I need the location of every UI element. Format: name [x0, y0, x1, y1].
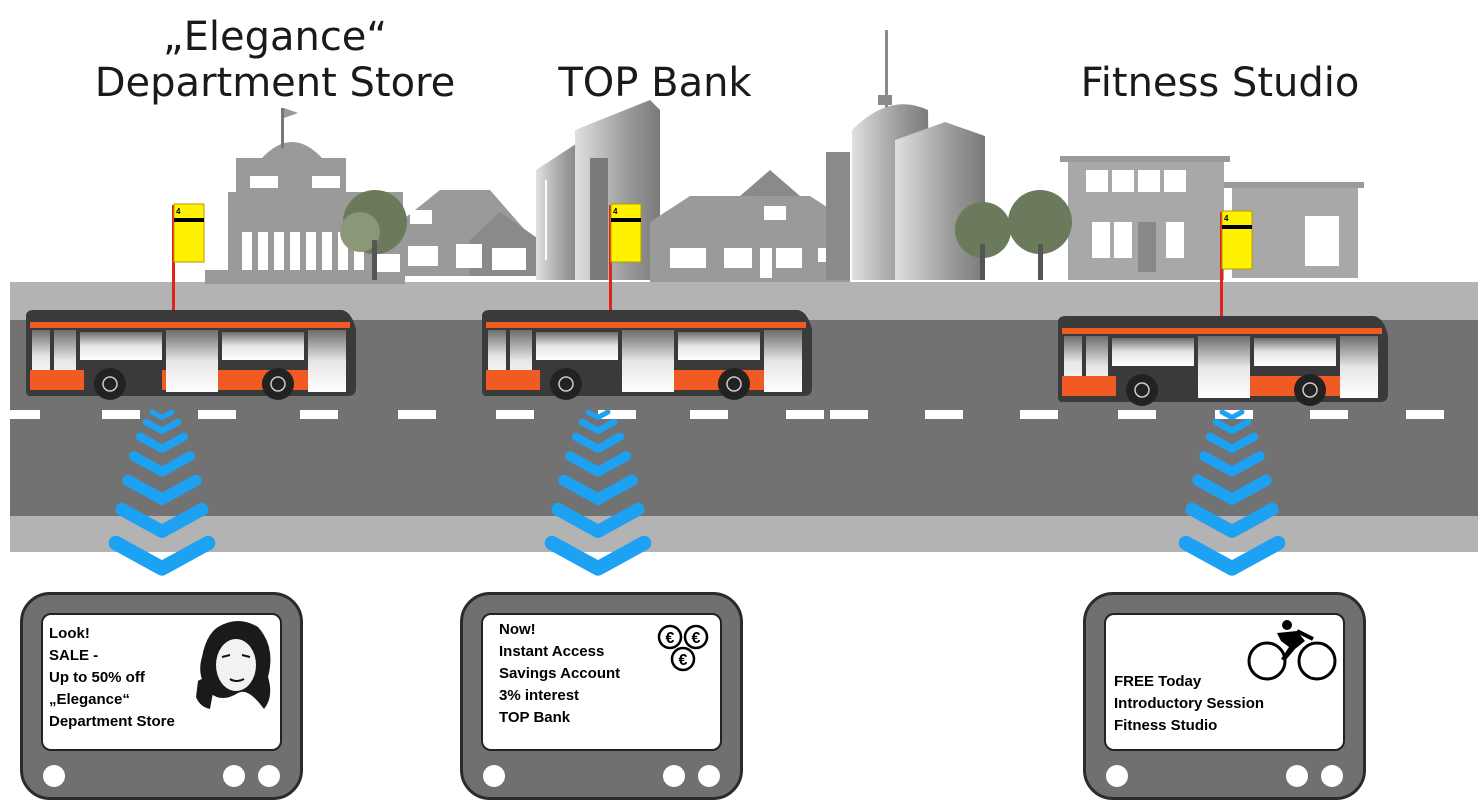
stop-title-line: Department Store — [94, 60, 456, 106]
device-button — [698, 765, 720, 787]
houses-left — [372, 190, 540, 276]
chevron — [565, 451, 631, 477]
device-button — [1286, 765, 1308, 787]
device-button — [258, 765, 280, 787]
ad-text: Now! Instant Access Savings Account 3% i… — [499, 619, 620, 729]
skyline — [205, 30, 1364, 284]
device-button — [1106, 765, 1128, 787]
arrow-stack-1 — [108, 409, 216, 576]
chevron — [544, 535, 652, 576]
ad-text: FREE Today Introductory Session Fitness … — [1114, 671, 1264, 737]
houses-middle — [650, 170, 850, 282]
bus-1 — [26, 310, 356, 400]
chevron — [585, 409, 611, 420]
ad-line: Instant Access — [499, 643, 605, 660]
chevron — [1219, 409, 1245, 420]
arrow-stack-2 — [544, 409, 652, 576]
bus-stop-sign-2: 4 — [609, 203, 642, 310]
chevron — [135, 432, 189, 453]
chevron — [142, 418, 182, 435]
sign-label-1: 4 — [176, 207, 181, 216]
chevron — [1192, 474, 1272, 505]
coin-symbol: € — [692, 630, 701, 647]
device-button — [43, 765, 65, 787]
stop-title-line: Fitness Studio — [1080, 60, 1360, 106]
chevron — [1205, 432, 1259, 453]
bus-2 — [482, 310, 812, 400]
chevron — [1212, 418, 1252, 435]
display-device-fitness-studio: FREE Today Introductory Session Fitness … — [1083, 592, 1366, 800]
stop-title-line: „Elegance“ — [162, 14, 388, 60]
display-screen: Now! Instant Access Savings Account 3% i… — [481, 613, 722, 751]
stop-title-line: TOP Bank — [558, 60, 752, 106]
chevron — [1185, 502, 1279, 538]
euro-coins-icon: € € € — [657, 624, 709, 672]
arrow-stack-3 — [1178, 409, 1286, 576]
stop-title-department-store: „Elegance“ Department Store — [70, 14, 480, 106]
cyclist-icon — [1247, 620, 1337, 681]
stop-title-bank: TOP Bank — [520, 60, 790, 106]
chevron — [108, 535, 216, 576]
bus-stop-sign-3: 4 — [1220, 210, 1253, 320]
bus-stop-sign-1: 4 — [172, 203, 205, 310]
chevron — [122, 474, 202, 505]
device-button — [483, 765, 505, 787]
ad-line: Look! — [49, 625, 90, 642]
ad-line: Fitness Studio — [1114, 717, 1218, 734]
ad-line: FREE Today — [1114, 673, 1202, 690]
device-button — [223, 765, 245, 787]
display-screen: FREE Today Introductory Session Fitness … — [1104, 613, 1345, 751]
display-device-bank: Now! Instant Access Savings Account 3% i… — [460, 592, 743, 800]
ad-line: Up to 50% off — [49, 669, 145, 686]
ad-line: 3% interest — [499, 687, 580, 704]
woman-on-phone-icon — [196, 621, 271, 709]
chevron — [551, 502, 645, 538]
ad-line: Introductory Session — [1114, 695, 1265, 712]
ad-line: Savings Account — [499, 665, 621, 682]
sign-label-3: 4 — [1224, 214, 1229, 223]
chevron — [1199, 451, 1265, 477]
signal-arrows — [108, 409, 1286, 576]
trees — [340, 190, 1072, 280]
ad-line: TOP Bank — [499, 709, 571, 726]
coin-symbol: € — [666, 630, 675, 647]
device-button — [663, 765, 685, 787]
ad-text: Look! SALE - Up to 50% off „Elegance“ De… — [49, 623, 175, 733]
coin-symbol: € — [679, 652, 688, 669]
display-screen: Look! SALE - Up to 50% off „Elegance“ De… — [41, 613, 282, 751]
ad-line: SALE - — [49, 647, 99, 664]
ad-line: „Elegance“ — [49, 691, 130, 708]
display-device-department-store: Look! SALE - Up to 50% off „Elegance“ De… — [20, 592, 303, 800]
sign-label-2: 4 — [613, 207, 618, 216]
chevron — [1178, 535, 1286, 576]
chevron — [129, 451, 195, 477]
chevron — [578, 418, 618, 435]
chevron — [115, 502, 209, 538]
chevron — [571, 432, 625, 453]
chevron — [558, 474, 638, 505]
device-button — [1321, 765, 1343, 787]
ad-line: Now! — [499, 621, 536, 638]
bus-3 — [1058, 316, 1388, 406]
fitness-studio-building — [1060, 156, 1364, 280]
stop-title-fitness-studio: Fitness Studio — [1040, 60, 1400, 106]
chevron — [149, 409, 175, 420]
ad-line: Department Store — [49, 713, 175, 730]
